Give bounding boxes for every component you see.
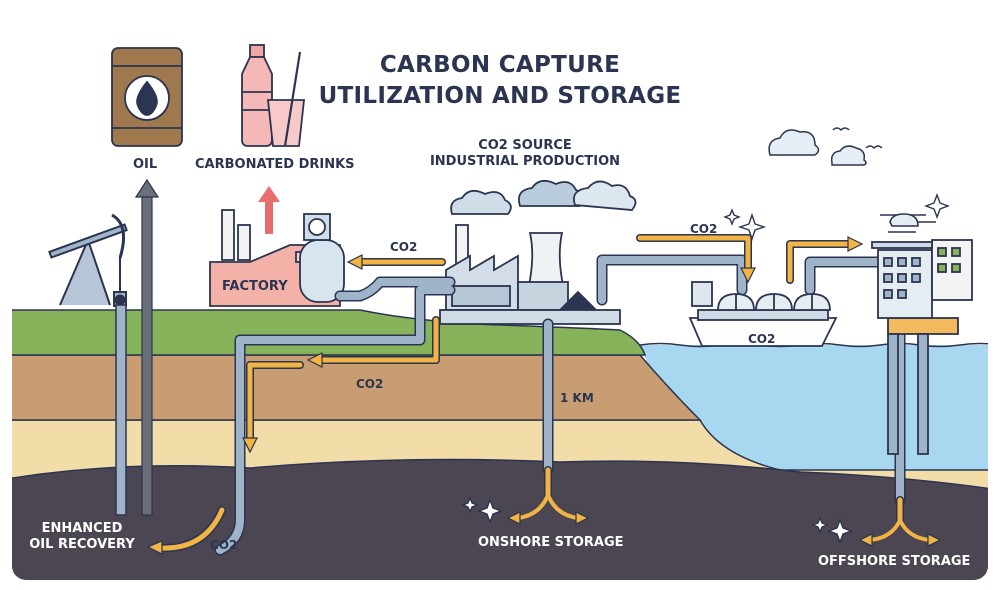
eor-line-1: ENHANCED: [41, 521, 123, 536]
label-co2-ship-route: CO2: [690, 222, 718, 236]
bird-icon: [832, 127, 883, 150]
glass-icon: [266, 51, 306, 147]
oil-well-pipe: [115, 304, 127, 516]
label-carbonated-drinks: CARBONATED DRINKS: [195, 157, 355, 172]
co2-source-plant: [439, 179, 637, 325]
label-offshore-storage: OFFSHORE STORAGE: [818, 554, 971, 569]
pipes: [114, 254, 906, 556]
offshore-platform: [871, 239, 973, 455]
label-co2-underground: CO2: [356, 377, 384, 391]
title-line-1: CARBON CAPTURE: [379, 52, 621, 78]
bottle-icon: [241, 44, 273, 147]
flow-arrowheads: [146, 236, 942, 555]
label-oil: OIL: [133, 157, 158, 172]
co2-source-line-2: INDUSTRIAL PRODUCTION: [429, 153, 621, 169]
label-factory: FACTORY: [222, 279, 288, 294]
landscape: [12, 309, 988, 580]
page-title: CARBON CAPTURE UTILIZATION AND STORAGE: [300, 50, 700, 112]
helicopter-icon: [880, 213, 936, 233]
sea: [640, 345, 988, 480]
eor-line-2: OIL RECOVERY: [29, 536, 135, 552]
co2-source-line-1: CO2 SOURCE: [478, 138, 572, 153]
cloud-icon: [768, 129, 867, 166]
lng-ship: [688, 281, 838, 347]
label-co2-ship: CO2: [748, 332, 776, 346]
label-enhanced-oil-recovery: ENHANCED OIL RECOVERY: [22, 521, 142, 552]
soil-layer: [12, 354, 702, 421]
oil-barrel-icon: [111, 47, 183, 147]
deep-rock: [12, 458, 988, 580]
sparkle-icon: [461, 193, 950, 544]
arrow-up-oil: [134, 178, 160, 516]
label-co2-source: CO2 SOURCE INDUSTRIAL PRODUCTION: [420, 138, 630, 169]
title-line-2: UTILIZATION AND STORAGE: [318, 83, 682, 109]
arrow-up-red: [258, 186, 280, 234]
pump-jack: [48, 213, 128, 307]
factory-building: [209, 209, 345, 307]
label-co2-recovery: CO2: [210, 538, 238, 552]
label-onshore-storage: ONSHORE STORAGE: [478, 535, 624, 550]
label-depth: 1 KM: [560, 391, 594, 405]
co2-flows: [156, 234, 932, 553]
label-co2-factory: CO2: [390, 240, 418, 254]
